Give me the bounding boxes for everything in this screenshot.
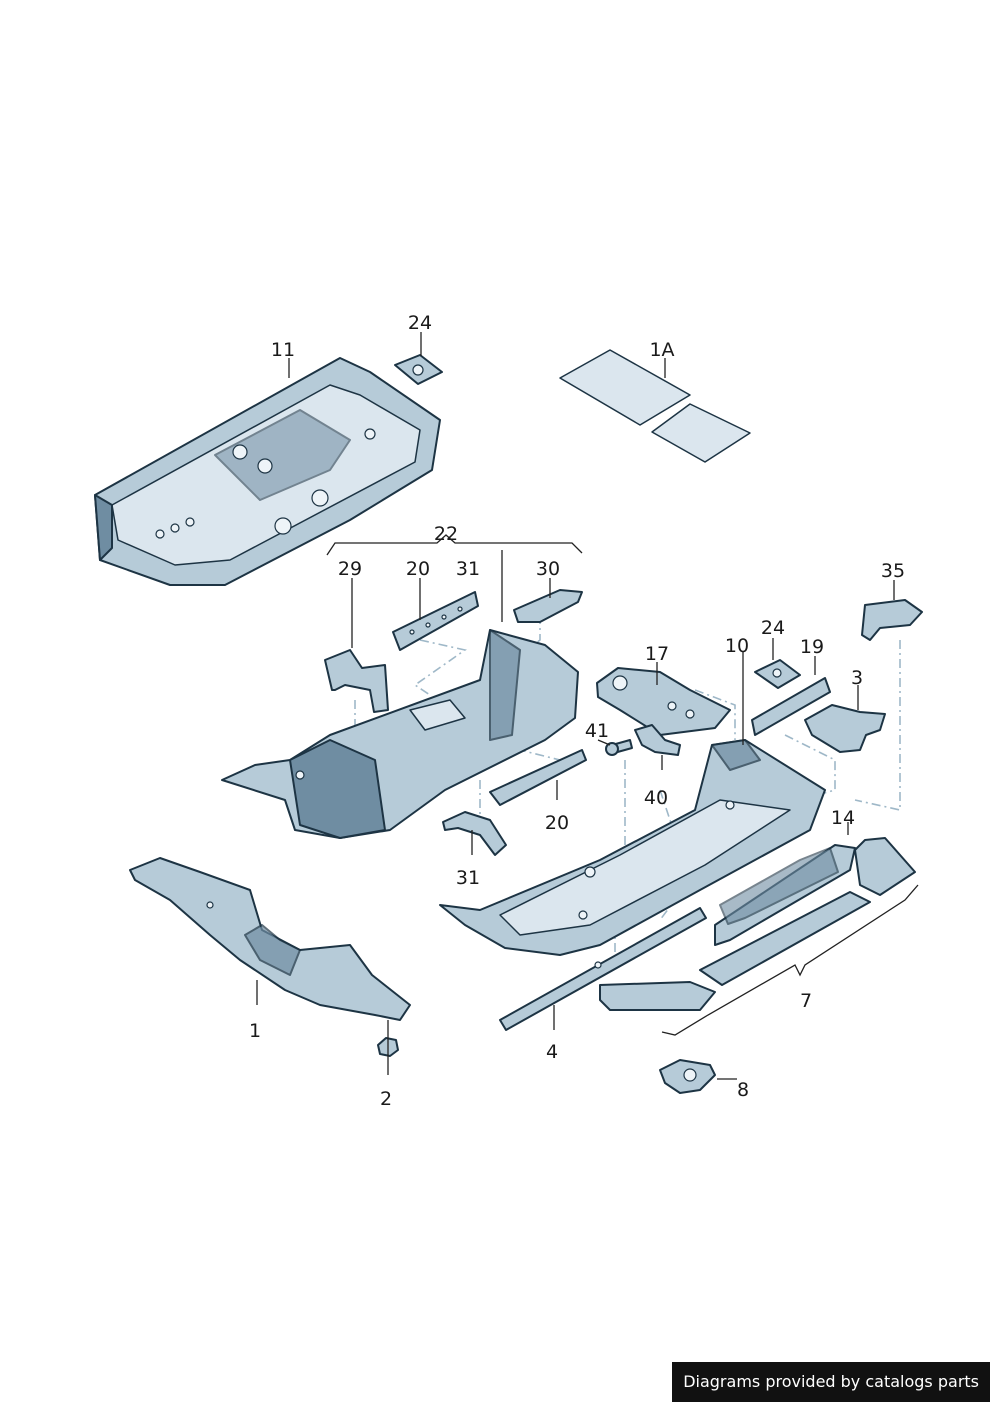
part-11-rear-floor-pan: [94, 357, 441, 586]
callout-17: 17: [645, 643, 669, 665]
part-10-front-floor: [439, 739, 826, 956]
part-19-strip: [751, 677, 831, 736]
callout-31: 31: [456, 867, 480, 889]
callout-1A: 1A: [649, 339, 674, 361]
callout-4: 4: [546, 1041, 558, 1063]
callout-10: 10: [725, 635, 749, 657]
leader-lines: [256, 332, 895, 1080]
callout-30: 30: [536, 558, 560, 580]
callout-14: 14: [831, 807, 855, 829]
callout-20: 20: [406, 558, 430, 580]
part-20-strip-upper: [392, 591, 479, 651]
part-29-bracket: [324, 649, 389, 713]
part-40-bracket: [634, 724, 681, 756]
part-20-strip-lower: [489, 749, 587, 806]
callout-1: 1: [249, 1020, 261, 1042]
callout-3: 3: [851, 667, 863, 689]
callout-8: 8: [737, 1079, 749, 1101]
part-30-bracket: [513, 589, 583, 623]
callout-41: 41: [585, 720, 609, 742]
callout-22: 22: [434, 523, 458, 545]
part-3-bracket: [804, 704, 886, 753]
part-22-tunnel: [221, 629, 579, 839]
callout-40: 40: [644, 787, 668, 809]
callout-2: 2: [380, 1088, 392, 1110]
part-17-crossmember: [596, 667, 731, 736]
callout-19: 19: [800, 636, 824, 658]
callout-35: 35: [881, 560, 905, 582]
callout-11: 11: [271, 339, 295, 361]
callout-labels: 11 24 1A 22 29 20 31 30 35 24 17 10 19 3…: [249, 312, 905, 1110]
part-24-nut-plate-top: [394, 354, 443, 385]
part-1-front-section: [129, 857, 411, 1021]
callout-24: 24: [408, 312, 432, 334]
callout-20: 20: [545, 812, 569, 834]
part-8-plug: [659, 1059, 716, 1094]
callout-24: 24: [761, 617, 785, 639]
callout-29: 29: [338, 558, 362, 580]
part-7-sill-panels: [599, 837, 916, 1011]
callout-31: 31: [456, 558, 480, 580]
attribution-footer: Diagrams provided by catalogs parts: [672, 1362, 990, 1402]
part-14-sill: [714, 844, 856, 946]
part-31-bracket: [442, 811, 507, 856]
grouping-brackets: [326, 534, 919, 1036]
part-24-nut-plate-lower: [754, 659, 801, 689]
part-35-bracket: [861, 599, 923, 641]
part-4-longitudinal-member: [499, 907, 707, 1031]
part-41-bolt: [605, 739, 633, 756]
callout-7: 7: [800, 990, 812, 1012]
part-1A-mats: [559, 349, 751, 463]
